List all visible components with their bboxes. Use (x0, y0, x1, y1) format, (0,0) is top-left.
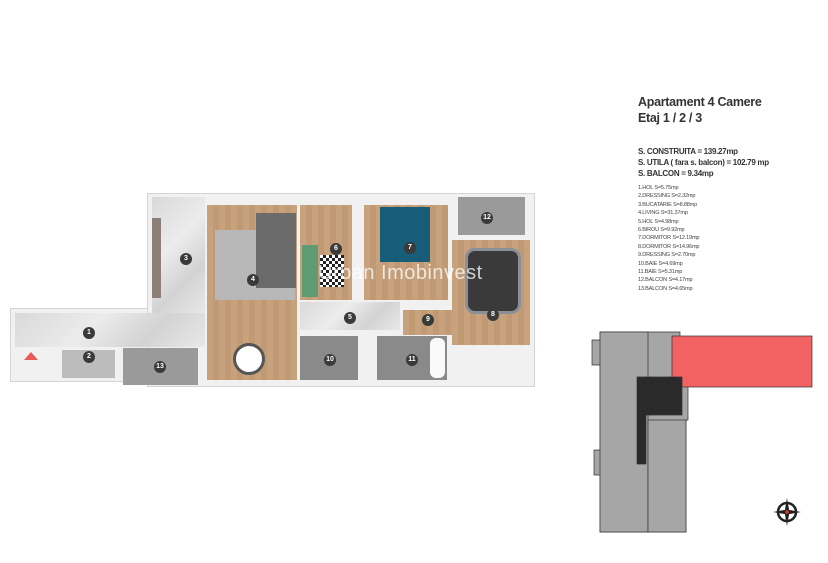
room-item: 6.BIROU S=9.92mp (638, 227, 685, 234)
room-item: 10.BAIE S=4.69mp (638, 260, 683, 267)
room-item: 7.DORMITOR S=12.19mp (638, 235, 700, 242)
room-number-6: 6 (330, 243, 342, 255)
kitchen-counter (152, 218, 161, 298)
compass-rose-icon (773, 498, 801, 526)
room-item: 12.BALCON S=4.17mp (638, 277, 693, 284)
room-item: 8.DORMITOR S=14.96mp (638, 243, 700, 250)
room-item: 4.LIVING S=31.37mp (638, 210, 688, 217)
room-number-13: 13 (154, 361, 166, 373)
built-area: S. CONSTRUITA = 139.27mp (638, 147, 738, 156)
key-plan-apartment (671, 335, 813, 388)
bathtub (430, 338, 445, 378)
floor-label: Etaj 1 / 2 / 3 (638, 111, 702, 125)
room-number-5: 5 (344, 312, 356, 324)
sofa (256, 213, 296, 288)
key-plan-core (636, 376, 683, 465)
room-number-12: 12 (481, 212, 493, 224)
room-number-8: 8 (487, 309, 499, 321)
room-number-3: 3 (180, 253, 192, 265)
floor-plan: 1 2 3 4 5 6 7 8 9 10 11 12 13 Urban Imob… (0, 0, 560, 400)
apartment-title: Apartament 4 Camere (638, 95, 762, 109)
office-sofa (302, 245, 318, 297)
usable-area: S. UTILA ( fara s. balcon) = 102.79 mp (638, 158, 769, 167)
room-number-2: 2 (83, 351, 95, 363)
room-item: 5.HOL S=4.98mp (638, 218, 679, 225)
room-item: 2.DRESSING S=2.32mp (638, 193, 696, 200)
room-item: 11.BAIE S=5.31mp (638, 269, 683, 276)
balcony-area: S. BALCON = 9.34mp (638, 169, 714, 178)
key-plan (591, 331, 813, 533)
bed-7 (380, 207, 430, 262)
room-number-1: 1 (83, 327, 95, 339)
room-number-4: 4 (247, 274, 259, 286)
office-rug (320, 255, 344, 287)
entrance-arrow-icon (24, 352, 38, 360)
room-number-11: 11 (406, 354, 418, 366)
room-list: 1.HOL S=5.75mp 2.DRESSING S=2.32mp 3.BUC… (638, 184, 700, 293)
dining-table (233, 343, 265, 375)
room-hall-1 (15, 313, 205, 347)
bed-8 (465, 248, 521, 314)
room-item: 13.BALCON S=4.65mp (638, 285, 693, 292)
watermark: Urban Imobinvest (318, 262, 483, 284)
room-number-9: 9 (422, 314, 434, 326)
key-plan-wing-lower (647, 419, 687, 533)
room-item: 1.HOL S=5.75mp (638, 185, 679, 191)
room-item: 9.DRESSING S=2.70mp (638, 252, 696, 259)
room-number-10: 10 (324, 354, 336, 366)
room-number-7: 7 (404, 242, 416, 254)
room-item: 3.BUCATARIE S=8.88mp (638, 201, 698, 208)
area-summary: S. CONSTRUITA = 139.27mp S. UTILA ( fara… (638, 146, 769, 179)
